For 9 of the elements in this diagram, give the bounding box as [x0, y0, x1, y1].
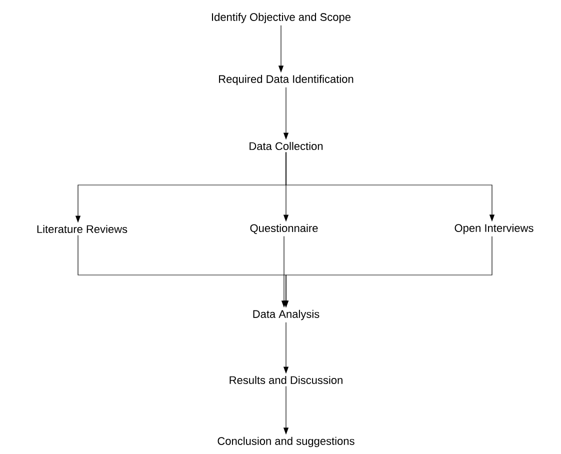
- step-label: Results and Discussion: [230, 376, 342, 384]
- step-label: Data Collection: [250, 142, 323, 150]
- step-label: Identify Objective and Scope: [212, 12, 350, 24]
- step-label: Data Analysis: [253, 310, 320, 320]
- step-label: Open Interviews: [454, 224, 534, 234]
- step-label: Required Data Identification: [219, 74, 354, 86]
- step-label: Conclusion and suggestions: [218, 436, 354, 448]
- step-label: Literature Reviews: [37, 224, 128, 234]
- step-label: Questionnaire: [250, 224, 318, 234]
